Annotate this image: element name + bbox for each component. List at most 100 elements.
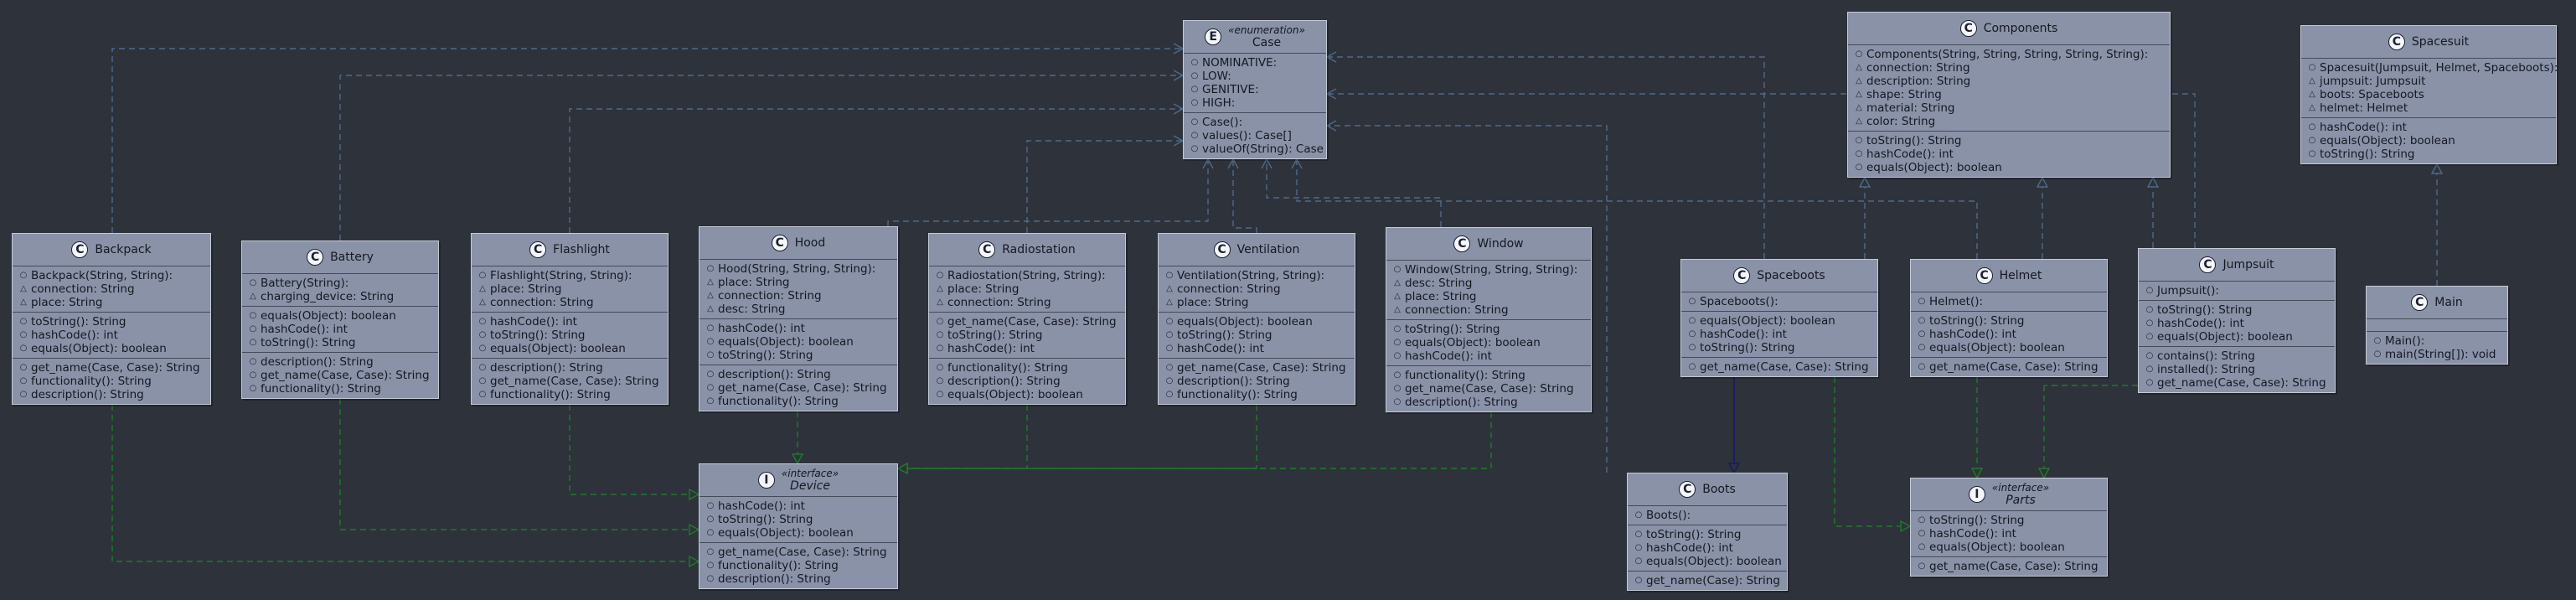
realization-edge xyxy=(111,405,699,562)
public-visibility-icon: ○ xyxy=(1165,317,1174,326)
member-text: contains(): String xyxy=(2157,349,2255,363)
class-badge-icon: C xyxy=(1975,267,1993,284)
realization-arrowhead xyxy=(1858,176,1871,188)
member-text: functionality(): String xyxy=(718,559,839,572)
class-name: Parts xyxy=(2006,493,2036,507)
member-text: LOW: xyxy=(1202,70,1231,83)
member-text: toString(): String xyxy=(2157,303,2253,317)
public-visibility-icon: ○ xyxy=(478,317,487,326)
class-name: Flashlight xyxy=(553,243,610,256)
public-visibility-icon: ○ xyxy=(1918,529,1926,538)
public-visibility-icon: ○ xyxy=(1393,397,1402,406)
package-visibility-icon: △ xyxy=(1856,116,1862,126)
member-row: ○hashCode(): int xyxy=(1855,147,2165,161)
member-row: ○equals(Object): boolean xyxy=(1165,315,1350,328)
public-visibility-icon: ○ xyxy=(1190,117,1199,127)
member-row: △desc: String xyxy=(1393,277,1586,290)
class-box-device[interactable]: I«interface»Device○hashCode(): int○toStr… xyxy=(699,463,898,589)
member-text: equals(Object): boolean xyxy=(490,342,626,355)
class-header: C Flashlight xyxy=(472,234,668,266)
realization-edge xyxy=(898,405,1257,469)
member-text: description(): String xyxy=(261,355,374,369)
public-visibility-icon: ○ xyxy=(1190,131,1199,140)
realization-arrowhead xyxy=(689,523,700,536)
class-name: Device xyxy=(790,478,830,493)
dependency-arrowhead xyxy=(1325,120,1337,132)
dependency-arrowhead xyxy=(1261,158,1273,169)
member-row: △place: String xyxy=(936,282,1120,296)
member-row: ○GENITIVE: xyxy=(1190,83,1321,96)
public-visibility-icon: ○ xyxy=(2308,122,2316,132)
member-section: ○functionality(): String○description(): … xyxy=(929,359,1125,404)
member-text: Spaceboots(): xyxy=(1700,295,1778,308)
public-visibility-icon: ○ xyxy=(1918,515,1926,525)
member-text: equals(Object): boolean xyxy=(947,388,1083,401)
dependency-edge xyxy=(1232,159,1257,233)
member-section: ○equals(Object): boolean○hashCode(): int… xyxy=(1681,312,1877,358)
public-visibility-icon: ○ xyxy=(1634,530,1643,539)
member-section: ○get_name(Case, Case): String○functional… xyxy=(13,359,210,404)
member-row: △connection: String xyxy=(1165,282,1350,296)
class-name: Components xyxy=(1983,22,2058,35)
member-text: boots: Spaceboots xyxy=(2320,88,2424,101)
member-section: ○get_name(Case, Case): String xyxy=(1681,358,1877,376)
member-text: toString(): String xyxy=(1405,323,1500,336)
public-visibility-icon: ○ xyxy=(1165,330,1174,339)
member-text: get_name(Case, Case): String xyxy=(490,375,659,388)
member-row: ○equals(Object): boolean xyxy=(936,388,1120,401)
public-visibility-icon: ○ xyxy=(1393,338,1402,347)
realization-arrowhead xyxy=(1900,520,1912,533)
class-stereotype: «interface» xyxy=(1991,481,2050,494)
member-row: ○equals(Object): boolean xyxy=(2308,134,2551,147)
member-text: installed(): String xyxy=(2157,363,2255,376)
member-row: ○description(): String xyxy=(706,572,892,586)
dependency-arrowhead xyxy=(1173,70,1185,81)
member-text: hashCode(): int xyxy=(718,499,805,513)
class-badge-icon: C xyxy=(2388,34,2405,50)
class-box-case[interactable]: E«enumeration»Case○NOMINATIVE:○LOW:○GENI… xyxy=(1183,20,1327,159)
public-visibility-icon: ○ xyxy=(936,363,944,372)
public-visibility-icon: ○ xyxy=(1190,98,1199,107)
member-section: ○Radiostation(String, String):△place: St… xyxy=(929,266,1125,313)
member-row: ○equals(Object): boolean xyxy=(706,526,892,540)
class-name: Case xyxy=(1252,35,1282,49)
member-text: Window(String, String, String): xyxy=(1405,263,1578,277)
public-visibility-icon: ○ xyxy=(1634,576,1643,585)
member-row: ○get_name(Case): String xyxy=(1634,574,1782,587)
member-text: Boots(): xyxy=(1646,509,1691,522)
package-visibility-icon: △ xyxy=(707,277,714,287)
member-section: ○get_name(Case, Case): String○descriptio… xyxy=(1159,359,1355,404)
member-row: ○Flashlight(String, String): xyxy=(478,269,663,282)
member-section xyxy=(2367,319,2507,332)
member-text: get_name(Case, Case): String xyxy=(1405,382,1574,396)
member-row: ○toString(): String xyxy=(1688,341,1872,354)
inheritance-arrowhead xyxy=(1727,463,1741,474)
class-box-parts[interactable]: I«interface»Parts○toString(): String○has… xyxy=(1910,478,2108,577)
member-section: ○Ventilation(String, String):△connection… xyxy=(1159,266,1355,313)
member-row: ○functionality(): String xyxy=(706,559,892,572)
public-visibility-icon: ○ xyxy=(1190,144,1199,153)
package-visibility-icon: △ xyxy=(1394,305,1401,314)
package-visibility-icon: △ xyxy=(1166,284,1173,293)
package-visibility-icon: △ xyxy=(707,291,714,300)
member-text: hashCode(): int xyxy=(490,315,577,328)
member-row: ○get_name(Case, Case): String xyxy=(706,546,892,559)
class-badge-icon: C xyxy=(529,241,547,258)
member-row: ○Boots(): xyxy=(1634,509,1782,522)
